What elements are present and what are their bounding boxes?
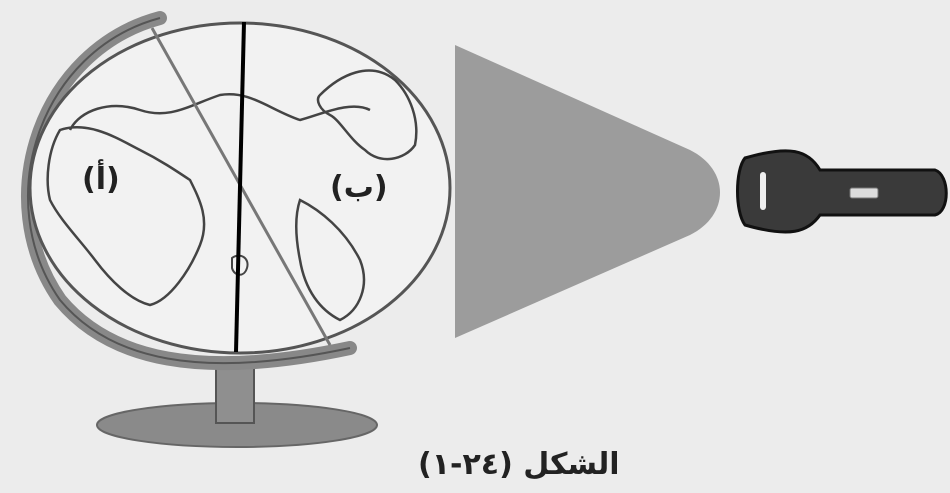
light-beam (455, 45, 720, 338)
figure-caption: الشكل (٢٤-١) (418, 447, 620, 482)
label-a: (أ) (82, 162, 120, 197)
label-b: (ب) (330, 170, 388, 205)
globe-stand-post (216, 368, 254, 423)
flashlight (738, 151, 947, 232)
